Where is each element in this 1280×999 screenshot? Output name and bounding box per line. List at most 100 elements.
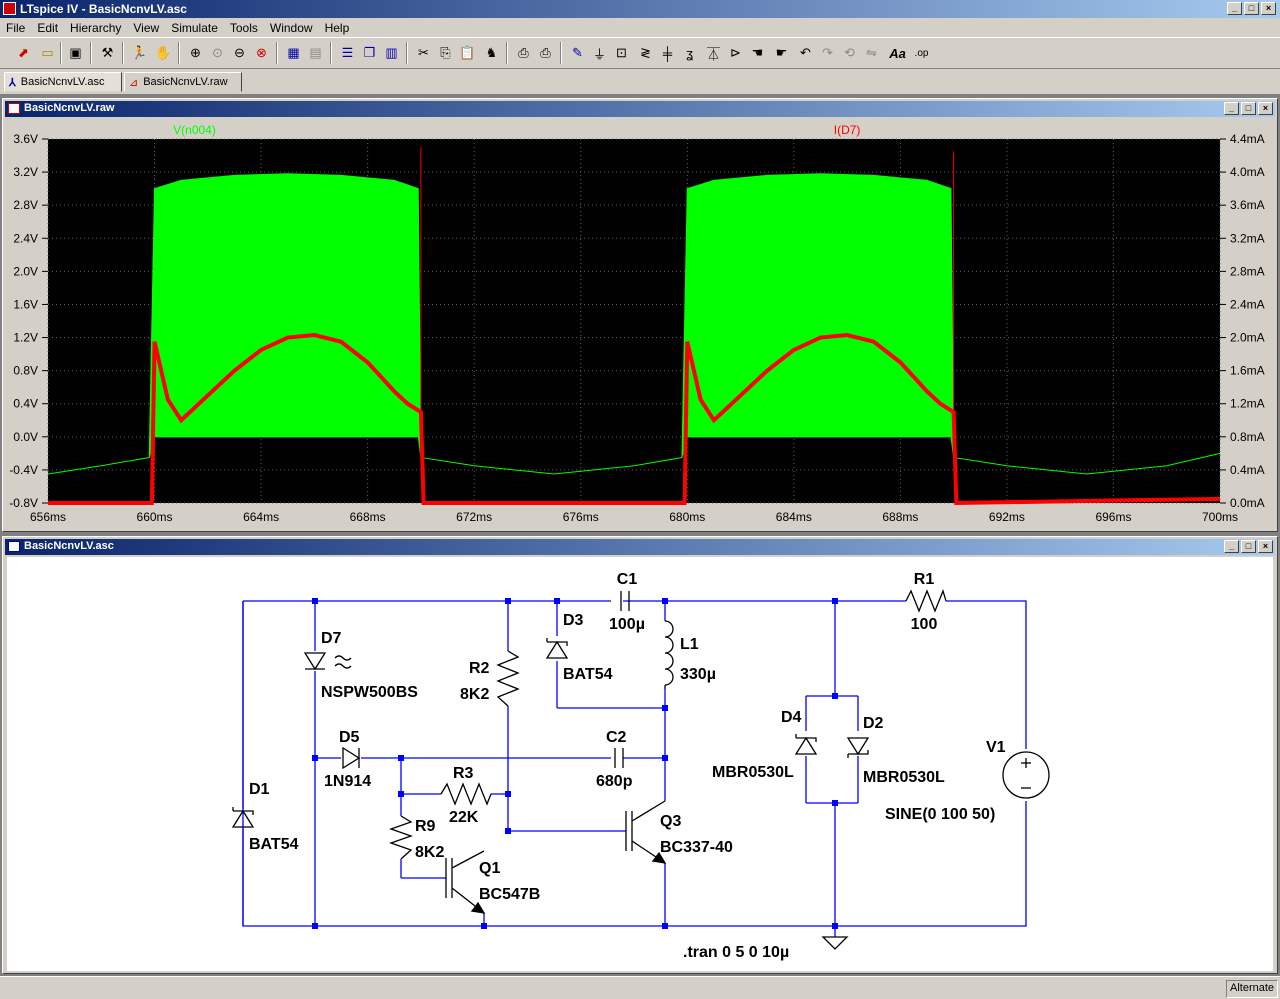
cut-icon[interactable]: ✂ xyxy=(418,45,429,60)
schematic-maximize-button[interactable]: □ xyxy=(1241,540,1256,553)
y-left-tick-label: 1.2V xyxy=(13,331,38,345)
d7-value: NSPW500BS xyxy=(321,684,418,701)
menu-tools[interactable]: Tools xyxy=(229,20,258,35)
drag-icon[interactable]: ☛ xyxy=(775,45,788,60)
series-i-d7-line xyxy=(48,333,1221,506)
inductor-icon[interactable]: ʓ xyxy=(685,45,694,61)
grid-icon[interactable]: ▤ xyxy=(309,45,322,60)
y-right-tick-label: 2.0mA xyxy=(1230,331,1265,345)
tab-schematic[interactable]: ⅄ BasicNcnvLV.asc xyxy=(4,72,122,92)
d3-ref: D3 xyxy=(563,612,584,629)
mirror-icon[interactable]: ⇋ xyxy=(866,45,877,60)
legend-v-n004: V(n004) xyxy=(173,123,216,137)
waveform-minimize-button[interactable]: _ xyxy=(1224,102,1239,115)
diode-d4-symbol xyxy=(794,734,818,755)
control-panel-icon[interactable]: ⚒ xyxy=(101,45,114,60)
schematic-close-button[interactable]: × xyxy=(1258,540,1273,553)
app-title: LTspice IV - BasicNcnvLV.asc xyxy=(20,2,187,16)
d4-value: MBR0530L xyxy=(712,764,794,781)
zoom-out-icon[interactable]: ⊖ xyxy=(234,45,245,60)
diode-d3-symbol xyxy=(545,638,569,659)
maximize-button[interactable]: □ xyxy=(1244,2,1259,15)
r3-ref: R3 xyxy=(453,765,474,782)
move-icon[interactable]: ☚ xyxy=(751,45,764,60)
diode-d2-symbol xyxy=(846,737,870,758)
tile-horizontal-icon[interactable]: ☰ xyxy=(341,45,354,60)
tab-label: BasicNcnvLV.raw xyxy=(143,76,228,88)
y-right-tick-label: 2.8mA xyxy=(1230,264,1265,278)
waveform-maximize-button[interactable]: □ xyxy=(1241,102,1256,115)
schematic-minimize-button[interactable]: _ xyxy=(1224,540,1239,553)
cascade-icon[interactable]: ❐ xyxy=(363,45,376,60)
diode-icon[interactable]: ⏄ xyxy=(706,46,720,62)
redo-icon[interactable]: ↷ xyxy=(822,45,833,60)
spice-directive-icon[interactable]: .op xyxy=(914,47,929,59)
menu-help[interactable]: Help xyxy=(324,20,350,35)
wire-icon[interactable]: ✎ xyxy=(572,45,583,60)
series-v-n004-envelope xyxy=(47,173,1221,475)
d5-ref: D5 xyxy=(339,729,360,746)
text-icon[interactable]: Aa xyxy=(889,45,906,61)
r2-ref: R2 xyxy=(469,660,490,677)
open-folder-icon[interactable]: ▭ xyxy=(41,45,54,60)
transistor-q3-symbol xyxy=(625,800,667,864)
y-right-tick-label: 4.4mA xyxy=(1230,132,1265,146)
autorange-icon[interactable]: ▦ xyxy=(287,45,300,60)
component-icon[interactable]: ⊳ xyxy=(730,45,741,60)
schematic-window-icon xyxy=(8,541,20,552)
y-right-tick-label: 0.8mA xyxy=(1230,430,1265,444)
zoom-fit-icon[interactable]: ⊗ xyxy=(256,45,267,60)
resistor-icon[interactable]: ≷ xyxy=(640,45,651,60)
menu-hierarchy[interactable]: Hierarchy xyxy=(70,20,122,35)
rotate-icon[interactable]: ⟲ xyxy=(844,45,855,60)
y-left-tick-label: 3.6V xyxy=(13,132,38,146)
undo-icon[interactable]: ↶ xyxy=(800,45,811,60)
menu-edit[interactable]: Edit xyxy=(37,20,59,35)
x-tick-label: 676ms xyxy=(563,510,599,524)
close-button[interactable]: × xyxy=(1261,2,1276,15)
ground-icon[interactable]: ⏚ xyxy=(592,46,606,62)
menu-simulate[interactable]: Simulate xyxy=(171,20,218,35)
save-icon[interactable]: ▣ xyxy=(69,45,82,60)
tab-waveform[interactable]: ⊿ BasicNcnvLV.raw xyxy=(124,72,242,92)
status-bar: Alternate xyxy=(0,976,1280,999)
menu-window[interactable]: Window xyxy=(269,20,313,35)
capacitor-icon[interactable]: ╪ xyxy=(662,45,673,61)
d5-value: 1N914 xyxy=(324,773,371,790)
v1-value: SINE(0 100 50) xyxy=(885,806,995,823)
find-icon[interactable]: ♞ xyxy=(485,45,498,60)
paste-icon[interactable]: 📋 xyxy=(459,45,476,60)
diode-d5-symbol xyxy=(342,746,361,770)
y-right-tick-label: 1.6mA xyxy=(1230,364,1265,378)
schematic-icon: ⅄ xyxy=(9,76,16,89)
d7-ref: D7 xyxy=(321,630,342,647)
capacitor-c1-symbol xyxy=(611,591,630,611)
d1-ref: D1 xyxy=(249,781,270,798)
y-left-tick-label: 0.0V xyxy=(13,430,38,444)
print-icon[interactable]: ⎙ xyxy=(540,45,551,60)
r3-value: 22K xyxy=(449,809,479,826)
y-left-tick-label: 2.4V xyxy=(13,231,38,245)
label-net-icon[interactable]: ⊡ xyxy=(616,45,627,60)
waveform-close-button[interactable]: × xyxy=(1258,102,1273,115)
x-tick-label: 668ms xyxy=(350,510,386,524)
schematic-canvas[interactable]: C1 100µ R1 100 D7 NSPW500BS D3 BAT54 L1 … xyxy=(7,557,1273,971)
copy-icon[interactable]: ⎘ xyxy=(440,45,451,60)
status-mode: Alternate xyxy=(1226,980,1278,998)
transistor-q1-symbol xyxy=(445,850,486,914)
menu-view[interactable]: View xyxy=(133,20,160,35)
run-icon[interactable]: 🏃 xyxy=(131,45,148,60)
new-schematic-icon[interactable]: ⬈ xyxy=(18,45,29,60)
zoom-in-icon[interactable]: ⊕ xyxy=(190,45,201,60)
tile-vertical-icon[interactable]: ▥ xyxy=(385,45,398,60)
halt-icon[interactable]: ✋ xyxy=(155,45,172,60)
zoom-pan-icon[interactable]: ⊙ xyxy=(212,45,223,60)
minimize-button[interactable]: _ xyxy=(1227,2,1242,15)
v1-ref: V1 xyxy=(986,739,1006,756)
print-preview-icon[interactable]: ⎙ xyxy=(518,45,529,60)
y-right-tick-label: 4.0mA xyxy=(1230,165,1265,179)
menu-file[interactable]: File xyxy=(6,20,26,35)
capacitor-c2-symbol xyxy=(611,748,624,768)
